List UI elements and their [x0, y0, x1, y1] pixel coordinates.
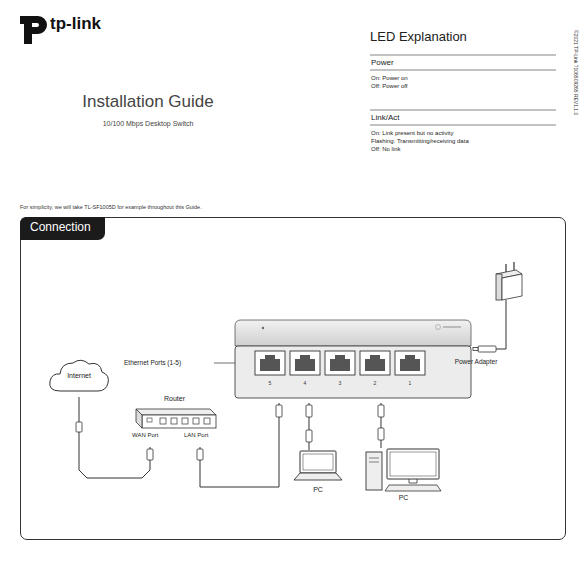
connection-panel: ConnectionInternetRouterWAN Port LAN Port…: [20, 217, 566, 540]
switch: 5 4 3 2 1: [233, 318, 473, 403]
led-state: Flashing: Transmitting/receiving data: [371, 138, 469, 145]
brand-logo: tp-link: [50, 14, 101, 34]
logo-mark: [20, 16, 47, 44]
desktop-pc: PC: [365, 448, 442, 492]
port-number: 3: [331, 381, 349, 387]
switch-shape: [233, 318, 473, 403]
port-number: 1: [401, 381, 419, 387]
device-label: Power Adapter: [436, 358, 516, 365]
led-name: Link/Act: [371, 113, 399, 122]
guide-title: Installation Guide: [18, 92, 278, 112]
panel-tab: Connection: [20, 217, 105, 240]
cable-line: [473, 312, 506, 349]
cloud-label: Internet: [48, 372, 110, 380]
device-label: PC: [293, 486, 343, 494]
subtitle: 10/100 Mbps Desktop Switch: [18, 120, 278, 128]
callout-label: Ethernet Ports (1-5): [124, 359, 181, 366]
led-state: On: Power on: [371, 75, 408, 82]
power-adapter: Power Adapter: [486, 262, 526, 312]
port-number: 4: [296, 381, 314, 387]
port-number: 2: [366, 381, 384, 387]
port-number: 5: [261, 381, 279, 387]
port-label: LAN Port: [184, 432, 208, 439]
laptop-pc-shape: [293, 450, 343, 482]
led-state: Off: No link: [371, 146, 401, 153]
section-heading: LED Explanation: [370, 30, 467, 45]
laptop-pc: PC: [293, 450, 343, 482]
led-name: Power: [371, 58, 394, 67]
internet-cloud: Internet: [48, 355, 110, 397]
led-state: On: Link present but no activity: [371, 130, 453, 137]
device-label: Router: [164, 395, 185, 403]
router: RouterWAN Port LAN Port: [130, 395, 220, 447]
doc-code: ©2021 TP-Link 7106509265 REV1.1.0: [572, 30, 578, 115]
note-text: For simplicity, we will take TL-SF1005D …: [20, 204, 202, 210]
power-adapter-shape: [486, 262, 526, 312]
device-label: PC: [365, 494, 442, 502]
led-state: Off: Power off: [371, 83, 407, 90]
desktop-pc-shape: [365, 448, 442, 492]
port-label: WAN Port: [132, 432, 158, 439]
router-shape: [130, 395, 220, 447]
rule-lines: [370, 55, 556, 125]
